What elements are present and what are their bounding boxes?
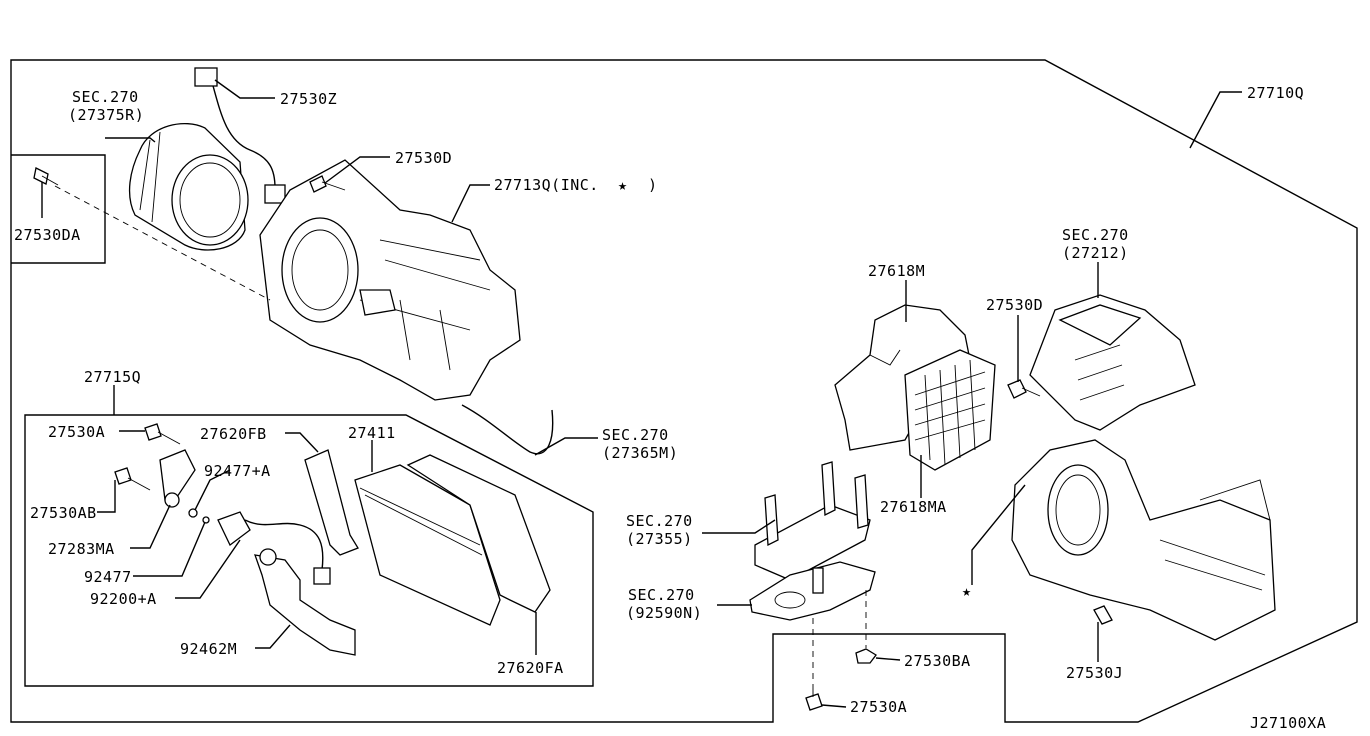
diagram-id: J27100XA — [1250, 714, 1326, 732]
label-27618ma: 27618MA — [880, 498, 947, 516]
label-92462m: 92462M — [180, 640, 237, 658]
filter-grid-27618ma — [904, 349, 996, 471]
screw-27530d-top — [309, 175, 346, 193]
label-27710q: 27710Q — [1247, 84, 1304, 102]
wire-harness-27530z — [194, 67, 286, 204]
hose-27365m — [461, 404, 554, 455]
label-27530ab: 27530AB — [30, 504, 97, 522]
star-icon: ★ — [962, 582, 972, 600]
dash-line-27530da — [54, 185, 271, 301]
label-27620fb: 27620FB — [200, 425, 267, 443]
label-sec270-27375r: SEC.270 — [72, 88, 139, 106]
bracket-27355 — [754, 461, 871, 581]
bracket-92590n — [749, 561, 876, 621]
label-sec270-27355: SEC.270 — [626, 512, 693, 530]
blower-motor — [128, 122, 249, 251]
label-27411: 27411 — [348, 424, 396, 442]
label-27530a-bottom: 27530A — [850, 698, 907, 716]
inset-box-27530da — [11, 154, 106, 264]
clip-27530j — [1093, 605, 1113, 625]
label-ref-27355: (27355) — [626, 530, 693, 548]
label-92200a: 92200+A — [90, 590, 157, 608]
subassembly-box-27715q — [24, 414, 594, 687]
label-sec270-27212: SEC.270 — [1062, 226, 1129, 244]
label-ref-27365m: (27365M) — [602, 444, 678, 462]
evaporator-27411 — [354, 464, 501, 626]
seal-27620fa — [406, 454, 551, 613]
label-close-paren: ) — [648, 176, 658, 194]
screw-27530da — [33, 167, 59, 186]
label-27530da: 27530DA — [14, 226, 81, 244]
label-27530ba: 27530BA — [904, 652, 971, 670]
label-ref-27212: (27212) — [1062, 244, 1129, 262]
label-sec270-92590n: SEC.270 — [628, 586, 695, 604]
nut-27530ba — [855, 648, 877, 664]
label-27530d-right: 27530D — [986, 296, 1043, 314]
label-92477: 92477 — [84, 568, 132, 586]
heater-unit — [1011, 439, 1276, 641]
label-27713q: 27713Q(INC. — [494, 176, 599, 194]
screw-27530ab — [114, 467, 151, 491]
label-27283ma: 27283MA — [48, 540, 115, 558]
label-ref-92590n: (92590N) — [626, 604, 702, 622]
duct-cover-27618m — [834, 304, 971, 451]
label-ref-27375r: (27375R) — [68, 106, 144, 124]
outer-frame — [10, 59, 1358, 723]
star-icon: ★ — [618, 176, 628, 194]
screw-27530d-right — [1007, 379, 1041, 399]
label-27530a-left: 27530A — [48, 423, 105, 441]
label-27530z: 27530Z — [280, 90, 337, 108]
label-27620fa: 27620FA — [497, 659, 564, 677]
screw-27530a-left — [144, 423, 181, 445]
label-sec270-27365m: SEC.270 — [602, 426, 669, 444]
screw-27530a-bottom — [805, 690, 823, 711]
label-92477a: 92477+A — [204, 462, 271, 480]
leader-lines — [41, 79, 1242, 708]
label-27618m: 27618M — [868, 262, 925, 280]
label-27530j: 27530J — [1066, 664, 1123, 682]
thermistor-assembly — [159, 449, 356, 656]
label-27530d-top: 27530D — [395, 149, 452, 167]
label-27715q: 27715Q — [84, 368, 141, 386]
blower-housing — [259, 159, 521, 401]
intake-duct-27212 — [1029, 294, 1196, 431]
seal-27620fb — [304, 449, 359, 556]
